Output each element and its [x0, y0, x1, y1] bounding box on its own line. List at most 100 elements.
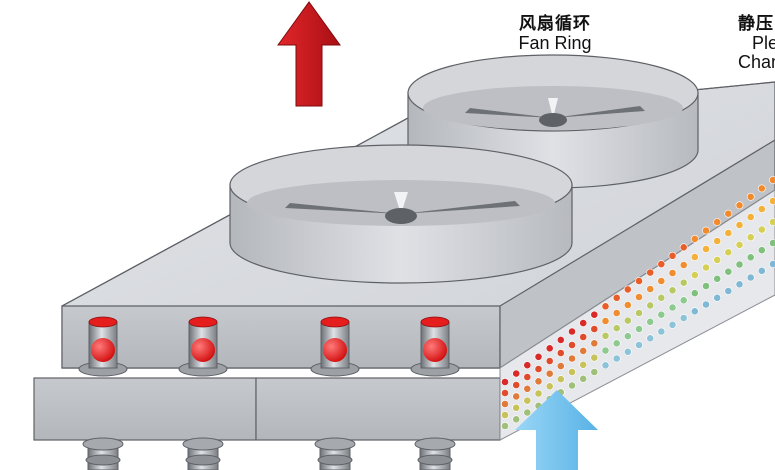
tube-dot	[556, 349, 565, 357]
tube-dot	[523, 408, 532, 417]
tube-dot	[568, 368, 576, 376]
tube-dot	[512, 381, 521, 389]
tube-dot	[501, 411, 509, 419]
tube-dot	[501, 422, 509, 430]
plenum-chamber-label: 静压 Plenum Chamber	[738, 14, 775, 72]
header-box-right	[255, 377, 501, 441]
tube-dot	[690, 289, 699, 298]
plenum-label-en-1: Plenum	[752, 32, 775, 53]
plenum-label-en-2: Chamber	[738, 51, 775, 72]
tube-dot	[623, 301, 632, 309]
tube-dot	[501, 400, 509, 408]
tube-dot	[702, 282, 710, 290]
tube-dot	[713, 237, 722, 245]
outlet-pipes	[82, 437, 456, 470]
tube-dot	[635, 277, 643, 285]
tube-dot	[657, 260, 666, 269]
outlet-pipe	[82, 437, 124, 470]
tube-dot	[601, 331, 610, 340]
tube-dot	[512, 403, 521, 412]
tube-dot	[702, 300, 710, 309]
tube-dot	[657, 293, 666, 302]
tube-dot	[568, 341, 576, 349]
tube-dot	[534, 352, 543, 361]
tube-dot	[512, 415, 521, 424]
tube-dot	[545, 357, 554, 365]
tube-dot	[635, 293, 643, 301]
hot-inlet-nozzles	[78, 316, 460, 377]
tube-dot	[769, 260, 775, 268]
tube-dot	[702, 263, 710, 272]
nozzle	[310, 316, 360, 377]
plenum-side-face	[499, 139, 775, 370]
tube-dot	[568, 381, 576, 390]
tube-dot	[545, 369, 554, 378]
tube-dot	[690, 234, 699, 243]
tube-dot	[646, 334, 655, 343]
tube-dot	[757, 225, 766, 234]
tube-dot	[735, 240, 744, 249]
tube-dot	[623, 285, 632, 294]
tube-dot	[746, 253, 755, 262]
tube-dot	[679, 278, 688, 287]
tube-dot	[746, 213, 755, 221]
tube-dot	[501, 389, 509, 397]
tube-dot	[556, 375, 565, 384]
tube-dot	[612, 324, 621, 333]
tube-dot	[568, 354, 576, 363]
tube-dot	[534, 389, 543, 398]
tube-dot	[769, 197, 775, 205]
outlet-pipe	[182, 437, 224, 470]
tube-dot	[568, 327, 576, 336]
tube-dot	[623, 332, 632, 341]
tube-dot	[590, 353, 599, 362]
tube-dot	[769, 176, 775, 184]
nozzle	[410, 316, 460, 377]
up-arrow-red-icon	[277, 1, 341, 107]
tube-dot	[512, 392, 521, 401]
tube-dot	[724, 267, 733, 276]
tube-dot	[612, 339, 621, 348]
plenum-label-zh: 静压	[738, 14, 774, 34]
tube-dot	[735, 260, 744, 269]
tube-dot	[657, 310, 666, 319]
tube-dot	[668, 251, 677, 260]
tube-dot	[668, 320, 677, 329]
tube-dot	[523, 396, 532, 405]
tube-dot	[545, 382, 554, 391]
tube-dot	[724, 209, 733, 218]
tube-dot	[735, 201, 744, 210]
outlet-pipe	[314, 437, 356, 470]
tube-dot	[623, 316, 632, 325]
tube-dot	[545, 344, 554, 353]
tube-dot	[523, 373, 532, 381]
tube-dot	[579, 319, 588, 327]
tube-dot	[690, 271, 699, 279]
tube-dot	[501, 378, 509, 386]
tube-dot	[579, 374, 588, 383]
nozzle	[78, 316, 128, 377]
tube-dot	[702, 245, 710, 253]
tube-dot	[579, 346, 588, 355]
tube-dot	[556, 362, 565, 370]
tube-dot	[679, 314, 688, 322]
fan-blades-rear	[465, 98, 645, 127]
tube-dot	[635, 325, 643, 333]
tube-dot	[735, 280, 744, 289]
tube-dot	[646, 268, 655, 277]
tube-dot	[757, 266, 766, 275]
tube-dot	[646, 317, 655, 326]
tube-dot	[690, 307, 699, 316]
tube-dot	[769, 218, 775, 226]
tube-dot	[590, 339, 599, 348]
tube-dot	[746, 192, 755, 201]
fan-ring-front	[229, 144, 573, 284]
tube-dot	[668, 269, 677, 277]
fan-blades-front	[285, 192, 520, 224]
tube-dot	[757, 246, 766, 255]
tube-dot	[679, 243, 688, 252]
tube-dot	[646, 285, 655, 293]
tube-dot	[623, 347, 632, 356]
tube-dot	[735, 221, 744, 229]
fan-ring-label-zh: 风扇循环	[519, 14, 591, 34]
